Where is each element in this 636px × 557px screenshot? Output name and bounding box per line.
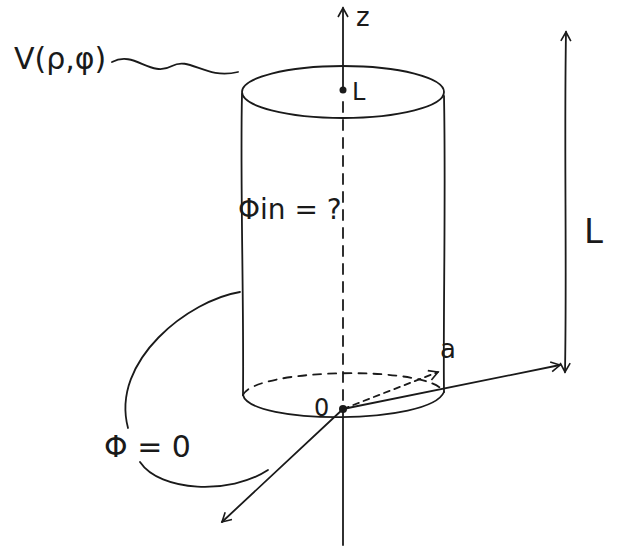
length-dimension — [565, 32, 566, 372]
radius-label: a — [440, 336, 456, 362]
axis-label: z — [356, 4, 370, 30]
dimension-label: L — [584, 214, 603, 248]
x-axis — [343, 365, 560, 409]
y-axis — [222, 409, 343, 522]
leader-line — [140, 462, 268, 487]
leader-line — [112, 59, 238, 74]
potential-label: V(ρ,φ) — [14, 44, 106, 74]
origin-point — [339, 405, 347, 413]
boundary-label: Φ = 0 — [104, 432, 191, 462]
z-axis-hidden — [342, 100, 344, 400]
question-label: Φin = ? — [238, 196, 342, 224]
radius-arrow — [343, 372, 438, 409]
leader-line — [125, 292, 240, 428]
z-axis — [342, 412, 344, 545]
z-axis — [342, 8, 344, 90]
point-top — [340, 87, 347, 94]
height-point-label: L — [352, 80, 365, 104]
origin-label: 0 — [314, 396, 329, 420]
cylinder-side — [241, 94, 243, 395]
